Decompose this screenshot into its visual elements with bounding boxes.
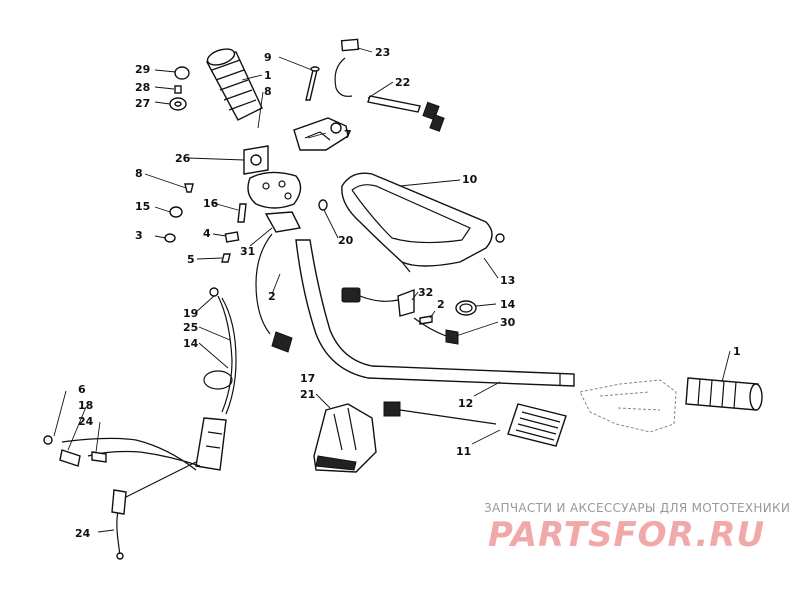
callout-28: 28 [135, 81, 150, 94]
watermark: ЗАПЧАСТИ И АКСЕССУАРЫ ДЛЯ МОТОТЕХНИКИ PA… [484, 501, 790, 555]
callout-18: 18 [78, 399, 93, 412]
watermark-tagline: ЗАПЧАСТИ И АКСЕССУАРЫ ДЛЯ МОТОТЕХНИКИ [484, 501, 790, 515]
heater-element [383, 401, 567, 447]
leader-lines [53, 47, 731, 533]
cable-housing [313, 403, 377, 473]
watermark-brand: PARTSFOR.RU [488, 515, 765, 555]
callout-14: 14 [500, 298, 516, 311]
callout-7: 7 [344, 128, 352, 141]
callout-labels: 29 28 27 1 9 23 22 8 7 26 10 8 15 3 16 4… [75, 46, 741, 540]
callout-8b: 8 [135, 167, 143, 180]
kill-switch-assembly [341, 287, 477, 345]
bolt-13 [495, 233, 505, 243]
callout-6: 6 [78, 383, 86, 396]
lower-cables [43, 435, 201, 560]
handlebar [295, 239, 575, 387]
callout-24: 24 [78, 415, 94, 428]
callout-3: 16 [203, 197, 219, 210]
callout-32: 32 [418, 286, 433, 299]
callout-20: 20 [338, 234, 354, 247]
callout-1b: 1 [733, 345, 741, 358]
callout-4: 4 [203, 227, 211, 240]
callout-10: 10 [462, 173, 478, 186]
callout-1: 1 [264, 69, 272, 82]
bolt-9 [305, 66, 320, 101]
callout-11: 11 [456, 445, 471, 458]
callout-15: 15 [135, 200, 150, 213]
throttle-cable [195, 287, 237, 471]
central-bracket [243, 145, 302, 209]
callout-26: 26 [175, 152, 191, 165]
callout-5: 5 [187, 253, 195, 266]
callout-27: 27 [135, 97, 150, 110]
callout-21: 21 [300, 388, 315, 401]
right-grip [685, 377, 763, 411]
callout-30: 30 [500, 316, 516, 329]
screws-3-4-5 [221, 203, 247, 263]
cable-guide [255, 211, 302, 353]
callout-14b: 14 [183, 337, 199, 350]
callout-24b: 24 [75, 527, 91, 540]
callout-2: 2 [268, 290, 276, 303]
callout-22: 22 [395, 76, 410, 89]
left-grip [205, 48, 263, 121]
callout-9: 9 [264, 51, 272, 64]
end-cap-parts [169, 66, 190, 111]
callout-25: 25 [183, 321, 198, 334]
callout-19: 19 [183, 307, 198, 320]
callout-13: 13 [500, 274, 515, 287]
callout-16: 3 [135, 229, 143, 242]
callout-17: 17 [300, 372, 315, 385]
callout-12: 12 [458, 397, 473, 410]
left-small-parts [164, 183, 194, 243]
callout-8: 8 [264, 85, 272, 98]
ghost-brake-lever [579, 379, 677, 433]
bolt-20 [318, 199, 328, 211]
callout-23: 23 [375, 46, 390, 59]
handlebar-pad [341, 172, 493, 273]
callout-2b: 2 [437, 298, 445, 311]
callout-29: 29 [135, 63, 150, 76]
callout-31: 31 [240, 245, 255, 258]
switch-wire-assembly [334, 38, 445, 132]
